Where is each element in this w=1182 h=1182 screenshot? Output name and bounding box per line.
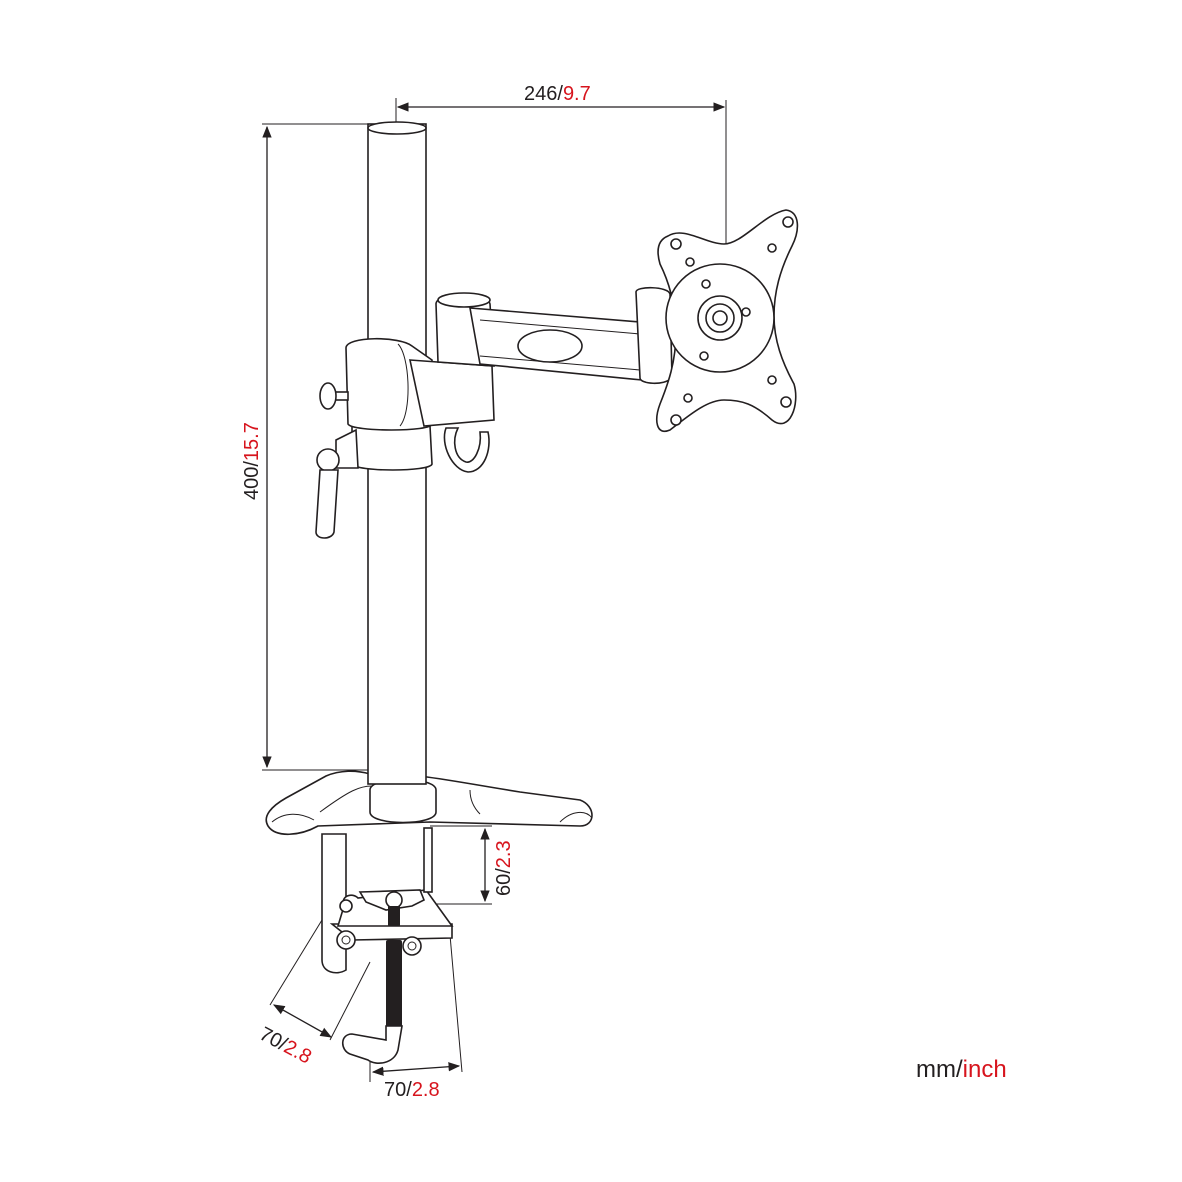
label-clamp-depth: 60/2.3 [493,840,515,896]
dimension-clamp-width-diagonal [269,919,371,1041]
lock-knob [319,382,349,410]
base-foot [265,770,593,836]
label-pole-height: 400/15.7 [241,422,263,500]
vesa-plate [656,209,799,433]
dimension-arrow-icon [272,1004,333,1038]
dimension-arm-reach [395,98,727,245]
label-clamp-width: 70/2.8 [384,1079,440,1101]
pole-collar [345,337,495,473]
swing-arm [435,286,673,385]
dimension-arrow-icon [371,1062,461,1076]
lock-lever [315,428,359,539]
units-legend: mm/inch [916,1056,1007,1083]
label-arm-reach: 246/9.7 [524,83,591,105]
dimension-clamp-depth [430,825,492,905]
desk-clamp [321,827,454,1064]
label-clamp-width-diagonal: 70/2.8 [256,1023,315,1069]
